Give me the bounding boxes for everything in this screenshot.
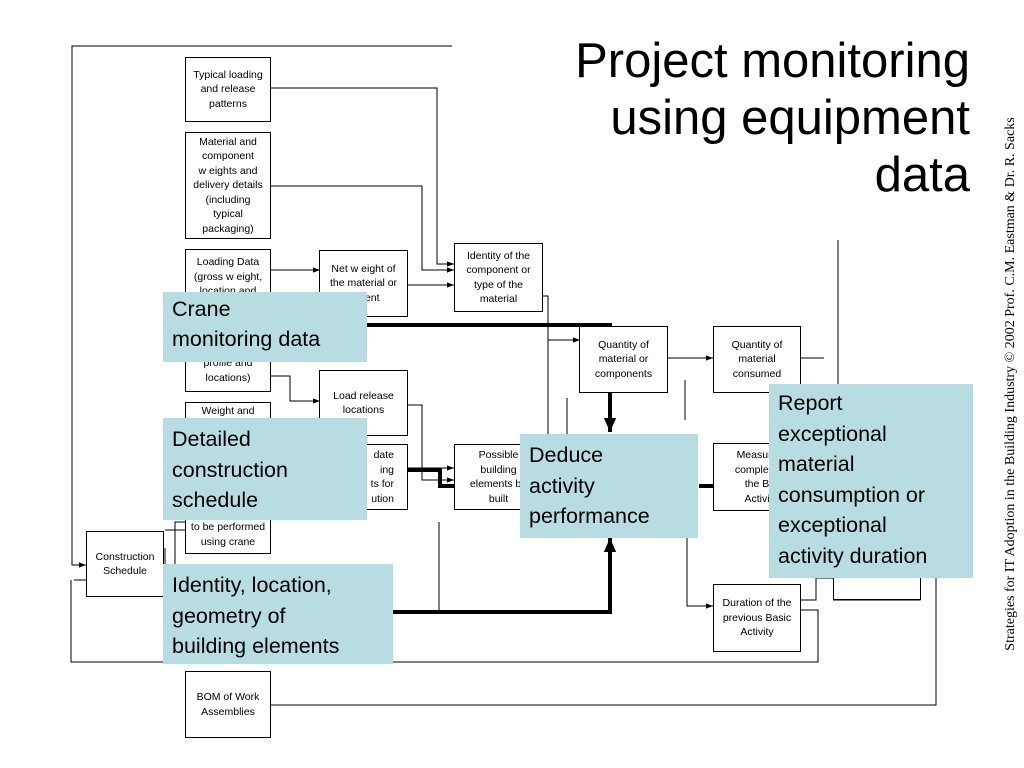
to-be-performed-box: to be performed using crane	[185, 516, 271, 554]
construction-schedule-box: Construction Schedule	[86, 531, 164, 597]
slide-title: Project monitoring using equipment data	[575, 34, 970, 202]
deduce-performance-callout: Deduce activity performance	[520, 434, 698, 538]
crane-monitoring-callout: Crane monitoring data	[163, 292, 367, 362]
typical-loading-box: Typical loading and release patterns	[185, 57, 271, 122]
bom-box: BOM of Work Assemblies	[185, 671, 271, 738]
quantity-consumed-box: Quantity of material consumed	[713, 326, 801, 393]
report-exceptions-callout: Report exceptional material consumption …	[769, 384, 973, 578]
building-elements-callout: Identity, location, geometry of building…	[163, 564, 393, 664]
quantity-components-box: Quantity of material or components	[579, 326, 668, 393]
duration-previous-box: Duration of the previous Basic Activity	[713, 584, 801, 652]
copyright-credit: Strategies for IT Adoption in the Buildi…	[1003, 117, 1018, 651]
identity-component-box: Identity of the component or type of the…	[454, 243, 543, 312]
construction-schedule-callout: Detailed construction schedule	[163, 418, 367, 520]
material-weights-box: Material and component w eights and deli…	[185, 132, 271, 239]
loading-data-box: Loading Data (gross w eight, location an…	[185, 249, 271, 295]
weight-and-box: Weight and	[185, 402, 271, 422]
